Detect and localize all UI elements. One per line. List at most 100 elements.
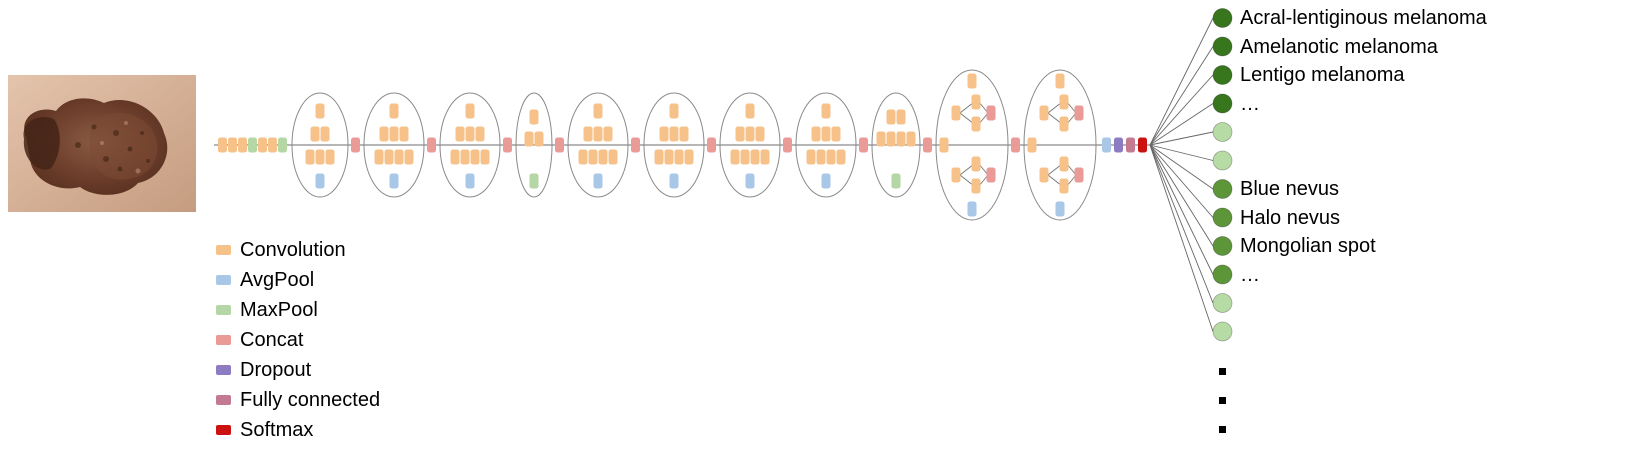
convolution-block	[740, 149, 750, 165]
convolution-block	[730, 149, 740, 165]
legend-label: Fully connected	[240, 388, 381, 411]
convolution-block	[384, 149, 394, 165]
fan-line	[1149, 17, 1214, 146]
output-node	[1212, 150, 1233, 171]
convolution-block	[971, 156, 981, 172]
concat-block	[1011, 137, 1020, 153]
avgpool-block	[315, 173, 325, 189]
module-outline	[567, 92, 629, 198]
convolution-block	[529, 109, 539, 125]
convolution-block	[896, 109, 906, 125]
convolution-block	[971, 178, 981, 194]
concat-block	[351, 137, 360, 153]
convolution-block	[578, 149, 588, 165]
convolution-block	[588, 149, 598, 165]
concat-block	[923, 137, 932, 153]
avgpool-block	[389, 173, 399, 189]
convolution-block	[238, 137, 247, 153]
fully_connected-block	[1126, 137, 1135, 153]
concat-block	[427, 137, 436, 153]
avgpool-block	[465, 173, 475, 189]
inception-module	[515, 92, 553, 198]
convolution-block	[664, 149, 674, 165]
legend-label: Softmax	[240, 418, 314, 441]
convolution-block	[583, 126, 593, 142]
convolution-block	[745, 126, 755, 142]
convolution-block	[669, 126, 679, 142]
legend-label: Concat	[240, 328, 304, 351]
convolution-block	[389, 103, 399, 119]
convolution-block	[394, 149, 404, 165]
concat-block	[707, 137, 716, 153]
lesion-highlights	[100, 121, 141, 174]
output-node	[1212, 236, 1233, 256]
convolution-block	[1059, 116, 1069, 132]
convolution-block	[836, 149, 846, 165]
inception-module	[291, 92, 349, 198]
convolution-block	[951, 167, 961, 183]
convolution-block	[654, 149, 664, 165]
convolution-block	[896, 131, 906, 147]
legend-item-convolution: Convolution	[216, 238, 380, 262]
convolution-block	[470, 149, 480, 165]
convolution-block	[310, 126, 320, 142]
output-node	[1212, 207, 1233, 228]
convolution-block	[745, 103, 755, 119]
convolution-block	[876, 131, 886, 147]
convolution-block	[465, 126, 475, 142]
convolution-block	[821, 103, 831, 119]
convolution-block	[593, 126, 603, 142]
convolution-block	[906, 131, 916, 147]
convolution-block	[320, 126, 330, 142]
convolution-block	[679, 126, 689, 142]
concat-block	[503, 137, 512, 153]
convolution-block	[831, 126, 841, 142]
lesion-speckles	[75, 124, 150, 172]
legend-label: Convolution	[240, 238, 346, 261]
inception-module	[363, 92, 425, 198]
module-outline	[363, 92, 425, 198]
convolution-block	[750, 149, 760, 165]
convolution-block	[228, 137, 237, 153]
convolution-block	[315, 103, 325, 119]
legend-item-avgpool: AvgPool	[216, 268, 380, 292]
convolution-block	[821, 126, 831, 142]
concat-swatch	[216, 335, 231, 345]
legend-item-maxpool: MaxPool	[216, 298, 380, 322]
fan-line	[1149, 46, 1214, 146]
maxpool-block	[891, 173, 901, 189]
concat-block	[555, 137, 564, 153]
fan-line	[1149, 144, 1214, 190]
inception-module	[643, 92, 705, 198]
convolution-block	[939, 137, 949, 153]
output-node	[1212, 122, 1233, 142]
output-node	[1212, 179, 1233, 199]
convolution-block	[1055, 73, 1065, 89]
inception-module	[1023, 69, 1097, 221]
convolution-block	[593, 103, 603, 119]
module-outline	[1023, 69, 1097, 221]
convolution-block	[524, 131, 534, 147]
dropout-swatch	[216, 365, 231, 375]
convolution-block	[659, 126, 669, 142]
output-node	[1212, 93, 1233, 114]
skin-lesion-image	[8, 75, 196, 212]
convolution-block	[674, 149, 684, 165]
fan-line	[1149, 144, 1214, 275]
avgpool-block	[745, 173, 755, 189]
convolution-block	[603, 126, 613, 142]
module-outline	[719, 92, 781, 198]
maxpool-block	[248, 137, 257, 153]
convolution-block	[399, 126, 409, 142]
maxpool-swatch	[216, 305, 231, 315]
inception-module	[935, 69, 1009, 221]
convolution-block	[1039, 105, 1049, 121]
convolution-block	[450, 149, 460, 165]
fan-line	[1149, 103, 1214, 146]
dropout-block	[1114, 137, 1123, 153]
more-classes-dot	[1219, 368, 1226, 375]
module-outline	[795, 92, 857, 198]
softmax-block	[1138, 137, 1147, 153]
module-outline	[439, 92, 501, 198]
